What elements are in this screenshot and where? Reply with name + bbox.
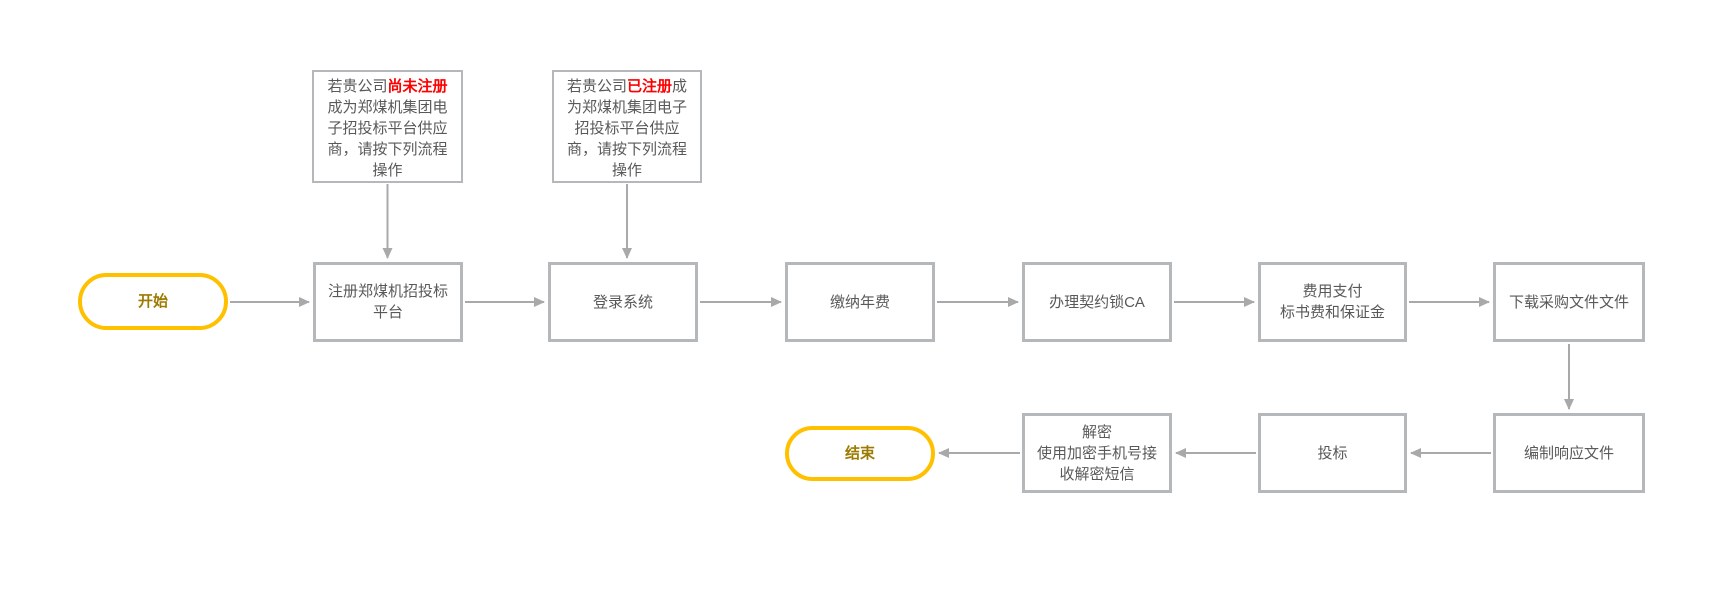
step-label-line2: 标书费和保证金 xyxy=(1279,304,1385,321)
step-label: 办理契约锁CA xyxy=(1049,293,1145,311)
step-pay-annual-fee: 缴纳年费 xyxy=(785,262,935,342)
step-register-platform: 注册郑煤机招投标平台 xyxy=(313,262,463,342)
start-terminal: 开始 xyxy=(78,273,228,330)
end-label: 结束 xyxy=(844,445,875,462)
note-text: 若贵公司尚未注册成为郑煤机集团电子招投标平台供应商，请按下列流程操作 xyxy=(324,76,451,181)
step-label: 注册郑煤机招投标平台 xyxy=(327,283,448,321)
step-handle-contract-lock-ca: 办理契约锁CA xyxy=(1022,262,1172,342)
note-text-highlight: 尚未注册 xyxy=(387,78,448,95)
end-terminal: 结束 xyxy=(785,426,935,481)
step-label-line1: 费用支付 xyxy=(1302,283,1363,300)
step-label-line1: 解密 xyxy=(1081,423,1112,441)
step-label: 登录系统 xyxy=(592,293,653,311)
step-label: 缴纳年费 xyxy=(829,293,890,311)
step-submit-bid: 投标 xyxy=(1258,413,1407,493)
note-text-highlight: 已注册 xyxy=(626,78,672,95)
start-label: 开始 xyxy=(137,293,168,310)
note-not-yet-registered: 若贵公司尚未注册成为郑煤机集团电子招投标平台供应商，请按下列流程操作 xyxy=(312,70,463,183)
step-fee-payment: 费用支付 标书费和保证金 xyxy=(1258,262,1407,342)
note-text: 若贵公司已注册成为郑煤机集团电子招投标平台供应商，请按下列流程操作 xyxy=(564,76,690,181)
note-already-registered: 若贵公司已注册成为郑煤机集团电子招投标平台供应商，请按下列流程操作 xyxy=(552,70,702,183)
step-label: 投标 xyxy=(1317,444,1348,462)
note-text-prefix: 若贵公司 xyxy=(566,78,627,95)
note-text-suffix: 成为郑煤机集团电子招投标平台供应商，请按下列流程操作 xyxy=(327,99,448,179)
step-label: 编制响应文件 xyxy=(1523,444,1614,462)
step-download-procurement-docs: 下载采购文件文件 xyxy=(1493,262,1645,342)
step-prepare-response-docs: 编制响应文件 xyxy=(1493,413,1645,493)
step-decrypt: 解密 使用加密手机号接收解密短信 xyxy=(1022,413,1172,493)
note-text-suffix: 成为郑煤机集团电子招投标平台供应商，请按下列流程操作 xyxy=(566,78,688,179)
step-label-line2: 使用加密手机号接收解密短信 xyxy=(1036,444,1157,483)
step-label: 下载采购文件文件 xyxy=(1508,293,1629,311)
note-text-prefix: 若贵公司 xyxy=(327,78,388,95)
step-login-system: 登录系统 xyxy=(548,262,698,342)
